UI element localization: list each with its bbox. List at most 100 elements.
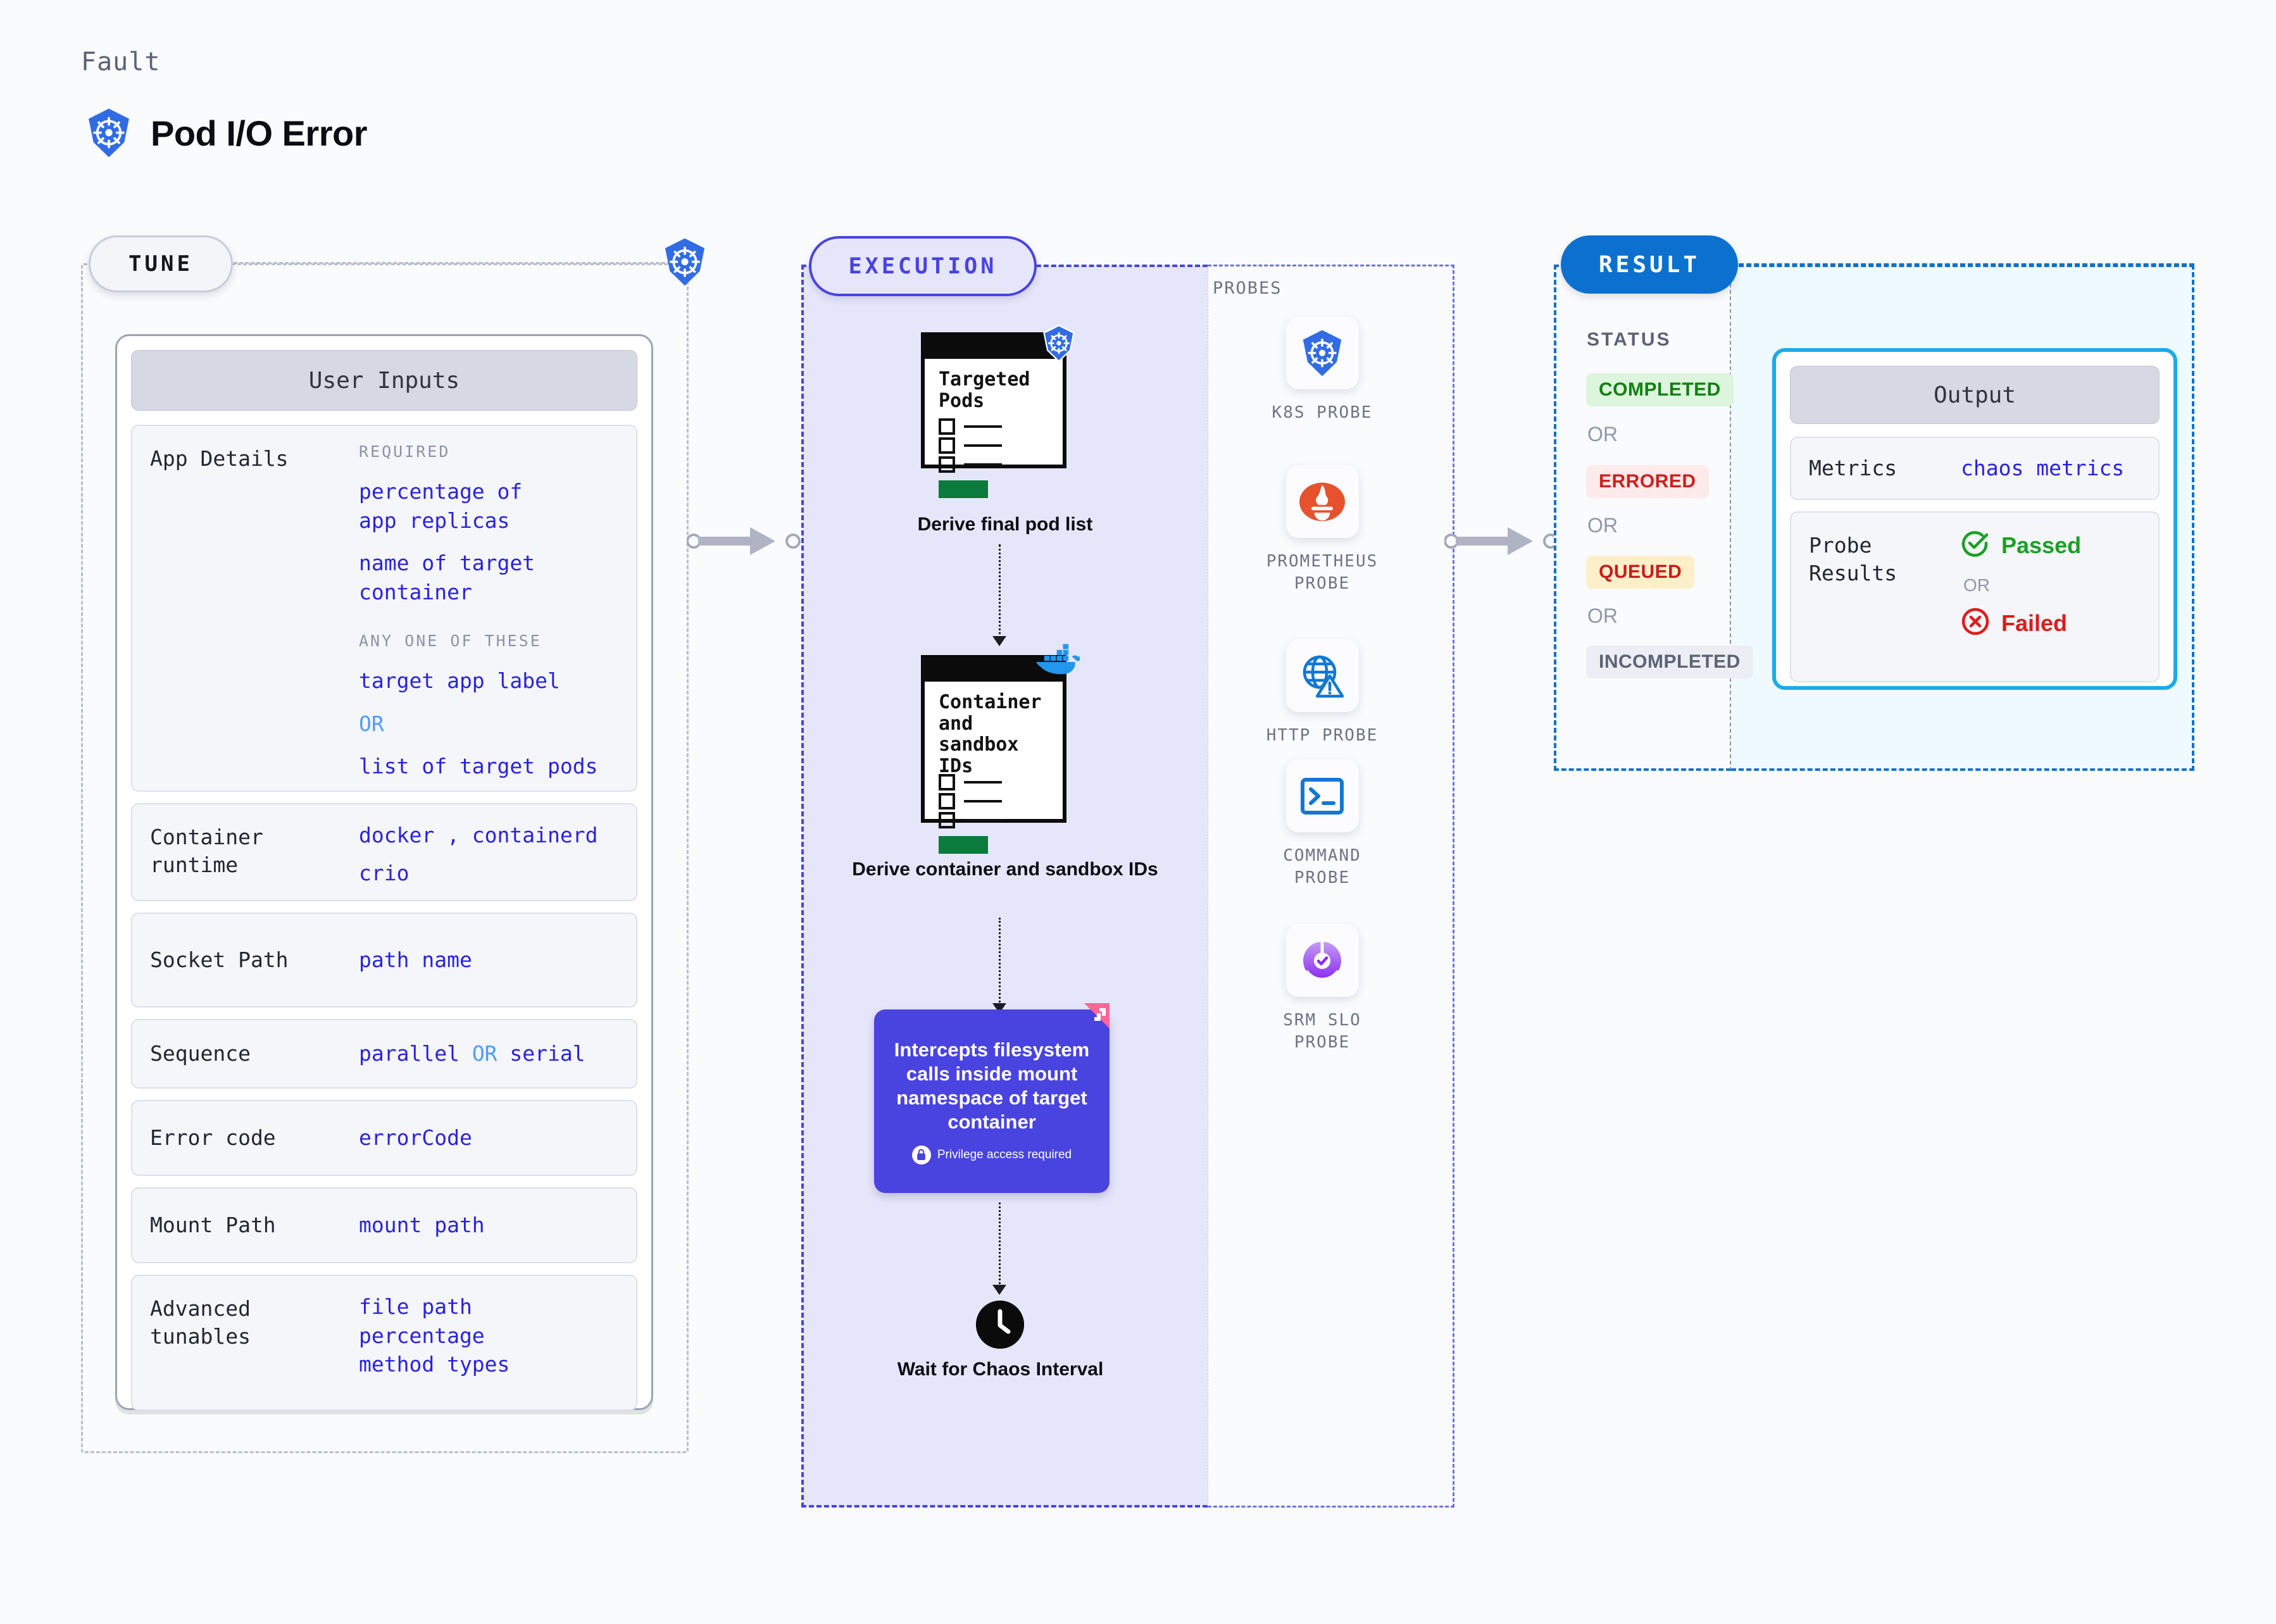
tune-row-app-details[interactable]: App Details REQUIRED percentage of app r… [131,425,637,792]
tune-row-socket-path[interactable]: Socket Path path name [131,913,637,1008]
tune-kubernetes-badge [661,237,708,290]
output-row-metrics[interactable]: Metrics chaos metrics [1790,437,2160,500]
row-label: Socket Path [150,947,289,973]
checkbox-item [939,456,955,473]
checkbox-item [939,437,955,454]
tune-row-advanced-tunables[interactable]: Advanced tunables file path percentage m… [131,1275,637,1411]
probe-label: COMMAND PROBE [1283,846,1361,888]
flow-arrow-3 [999,1202,1001,1288]
row-label: Error code [150,1125,276,1151]
tune-row-mount-path[interactable]: Mount Path mount path [131,1187,637,1263]
flow-arrowhead-3 [992,1285,1006,1295]
row-label: App Details [150,446,289,471]
result-tag[interactable]: RESULT [1561,235,1738,294]
checkbox-item [939,418,955,435]
privilege-note-text: Privilege access required [937,1147,1072,1161]
tune-row-error-code[interactable]: Error code errorCode [131,1100,637,1176]
probe-result-failed: Failed [1961,607,2141,639]
row-values: errorCode [359,1123,618,1152]
probe-k8s[interactable]: K8S PROBE [1265,316,1379,424]
value-runtime-1: docker , containerd [359,823,598,847]
lock-icon [911,1145,931,1165]
checkbox-line [964,819,1002,821]
result-output-border [1731,265,2194,771]
value-socket-path: path name [359,947,472,973]
row-values: REQUIRED percentage of app replicas name… [359,442,618,778]
probe-label: SRM SLO PROBE [1283,1011,1361,1052]
probe-passed-label: Passed [2001,532,2082,558]
screen-title: Container and sandbox IDs [939,691,1042,777]
flow-arrow-1 [999,544,1001,639]
row-values: docker , containerd crio [359,821,618,885]
checkbox-line [964,800,1002,803]
page-title: Pod I/O Error [151,113,368,153]
targeted-pods-screen: Targeted Pods [921,332,1066,498]
page-title-row: Pod I/O Error [85,108,368,158]
output-row-probe-results[interactable]: Probe Results Passed OR [1790,511,2160,682]
litmus-icon [1080,1002,1111,1035]
row-label: Probe Results [1809,533,1898,585]
status-title: STATUS [1587,329,1672,350]
probes-panel-border [1208,265,1454,1508]
probe-http[interactable]: HTTP PROBE [1265,639,1379,747]
value-percentage: percentage [359,1323,485,1348]
value-file-path: file path [359,1294,472,1319]
row-label: Advanced tunables [150,1296,251,1349]
probes-title: PROBES [1213,278,1282,298]
tune-row-container-runtime[interactable]: Container runtime docker , containerd cr… [131,803,637,901]
row-values: mount path [359,1211,618,1240]
probe-label: PROMETHEUS PROBE [1266,552,1379,594]
tune-tag[interactable]: TUNE [89,235,233,292]
prometheus-icon [1285,465,1359,538]
progress-bar [939,480,988,498]
checkbox-line [964,781,1002,784]
value-method-types: method types [359,1352,510,1377]
value-container-name: name of target container [359,551,535,604]
clock-icon [976,1301,1024,1349]
progress-bar [939,836,988,854]
x-circle-icon [1961,607,1990,639]
step1-caption: Derive final pod list [917,514,1093,535]
execution-tag[interactable]: EXECUTION [809,236,1037,296]
probe-failed-label: Failed [2001,609,2068,636]
value-replicas: percentage of app replicas [359,479,523,533]
checkbox-line [964,425,1002,428]
screen-title: Targeted Pods [939,368,1030,412]
probe-result-or: OR [1963,575,1990,595]
value-sequence: parallel OR serial [359,1041,585,1066]
status-badge-errored: ERRORED [1586,465,1709,498]
tune-tag-connector [228,262,671,264]
row-label: Metrics [1809,456,1898,481]
sublabel-required: REQUIRED [359,442,451,461]
probe-label: K8S PROBE [1272,403,1373,422]
tune-row-sequence[interactable]: Sequence parallel OR serial [131,1019,637,1089]
row-label: Container runtime [150,825,263,877]
row-values: parallel OR serial [359,1039,618,1068]
value-or: OR [359,711,384,736]
user-inputs-card: User Inputs App Details REQUIRED percent… [115,334,653,1411]
status-or-3: OR [1587,604,1618,627]
value-mount-path: mount path [359,1213,485,1238]
privilege-note: Privilege access required [911,1145,1072,1165]
page-eyebrow: Fault [81,47,161,77]
terminal-icon [1285,759,1359,832]
probe-srm-slo[interactable]: SRM SLO PROBE [1265,924,1379,1054]
probe-command[interactable]: COMMAND PROBE [1265,759,1379,889]
check-circle-icon [1961,529,1990,561]
checkbox-line [964,463,1002,466]
value-target-pods: list of target pods [359,754,598,779]
probe-prometheus[interactable]: PROMETHEUS PROBE [1265,465,1379,595]
container-sandbox-screen: Container and sandbox IDs [921,655,1066,854]
checkbox-item [939,812,955,828]
probe-result-passed: Passed [1961,529,2141,561]
output-card: Output Metrics chaos metrics Probe Resul… [1772,348,2177,690]
flow-arrow-2 [999,918,1001,1006]
sublabel-any-one: ANY ONE OF THESE [359,632,542,651]
kubernetes-icon [1285,316,1359,389]
row-values: path name [359,946,618,975]
probe-label: HTTP PROBE [1266,726,1379,745]
user-inputs-header: User Inputs [131,350,637,411]
wait-caption: Wait for Chaos Interval [897,1359,1104,1380]
row-values: chaos metrics [1961,454,2141,483]
value-chaos-metrics: chaos metrics [1961,456,2125,481]
